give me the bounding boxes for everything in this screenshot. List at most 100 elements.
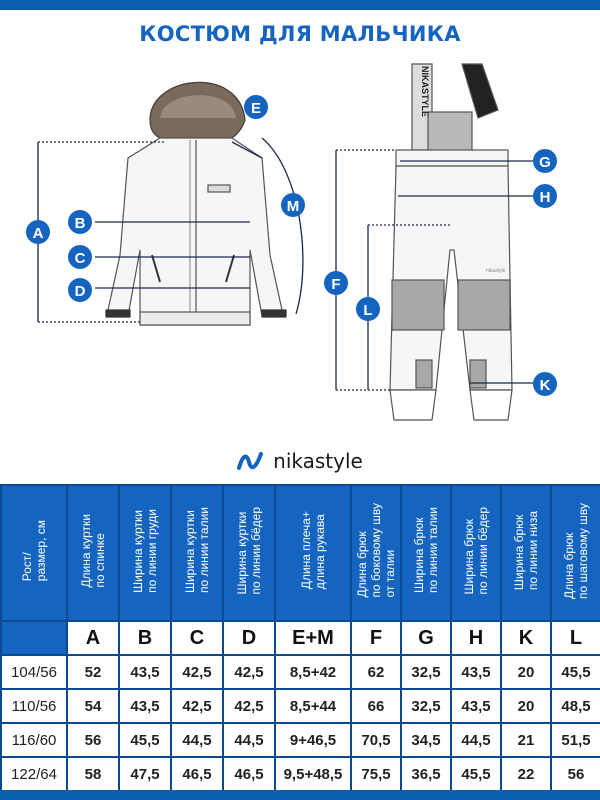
- marker-K: K: [533, 372, 557, 396]
- top-bar: [0, 0, 600, 10]
- marker-A: A: [26, 220, 50, 244]
- value-cell: 51,5: [550, 722, 600, 758]
- nikastyle-logo-icon: [237, 452, 264, 470]
- column-header: Ширина куртки по линии талии: [170, 484, 224, 622]
- column-header: Ширина брюк по линии талии: [400, 484, 452, 622]
- column-letter: D: [222, 620, 276, 656]
- pants-label: nikastyle: [486, 268, 506, 274]
- value-cell: 43,5: [118, 688, 172, 724]
- column-header: Длина плеча+ длина рукава: [274, 484, 352, 622]
- column-letter: G: [400, 620, 452, 656]
- strap-text: NIKASTYLE: [420, 66, 430, 117]
- value-cell: 52: [66, 654, 120, 690]
- value-cell: 56: [550, 756, 600, 792]
- value-cell: 44,5: [170, 722, 224, 758]
- value-cell: 58: [66, 756, 120, 792]
- value-cell: 8,5+44: [274, 688, 352, 724]
- svg-text:H: H: [540, 189, 551, 206]
- value-cell: 36,5: [400, 756, 452, 792]
- svg-text:B: B: [75, 215, 86, 232]
- jacket-measurements: [37, 137, 304, 323]
- value-cell: 45,5: [450, 756, 502, 792]
- value-cell: 44,5: [450, 722, 502, 758]
- value-cell: 21: [500, 722, 552, 758]
- corner-blank: [0, 620, 68, 656]
- value-cell: 8,5+42: [274, 654, 352, 690]
- column-letter: L: [550, 620, 600, 656]
- marker-B: B: [68, 210, 92, 234]
- column-letter: E+M: [274, 620, 352, 656]
- value-cell: 47,5: [118, 756, 172, 792]
- column-letter: H: [450, 620, 502, 656]
- size-cell: 116/60: [0, 722, 68, 758]
- svg-text:G: G: [539, 154, 551, 171]
- marker-H: H: [533, 184, 557, 208]
- value-cell: 32,5: [400, 688, 452, 724]
- value-cell: 43,5: [450, 654, 502, 690]
- value-cell: 75,5: [350, 756, 402, 792]
- column-header: Длина куртки по спинке: [66, 484, 120, 622]
- value-cell: 43,5: [118, 654, 172, 690]
- value-cell: 56: [66, 722, 120, 758]
- value-cell: 34,5: [400, 722, 452, 758]
- column-letter: B: [118, 620, 172, 656]
- page-title: КОСТЮМ ДЛЯ МАЛЬЧИКА: [139, 22, 461, 46]
- value-cell: 9,5+48,5: [274, 756, 352, 792]
- jacket-drawing: [105, 81, 287, 326]
- column-letter: K: [500, 620, 552, 656]
- value-cell: 9+46,5: [274, 722, 352, 758]
- marker-M: M: [281, 193, 305, 217]
- column-header: Ширина куртки по линии груди: [118, 484, 172, 622]
- value-cell: 46,5: [222, 756, 276, 792]
- brand-name: nikastyle: [273, 449, 363, 473]
- size-cell: 122/64: [0, 756, 68, 792]
- value-cell: 32,5: [400, 654, 452, 690]
- marker-G: G: [533, 149, 557, 173]
- svg-text:F: F: [331, 276, 340, 293]
- pants-measurements: [335, 149, 545, 391]
- value-cell: 62: [350, 654, 402, 690]
- value-cell: 42,5: [222, 654, 276, 690]
- column-letter: F: [350, 620, 402, 656]
- corner-header: Рост/ размер, см: [0, 484, 68, 622]
- marker-C: C: [68, 245, 92, 269]
- svg-text:K: K: [540, 377, 551, 394]
- value-cell: 22: [500, 756, 552, 792]
- marker-F: F: [324, 271, 348, 295]
- value-cell: 42,5: [170, 688, 224, 724]
- value-cell: 66: [350, 688, 402, 724]
- marker-L: L: [356, 297, 380, 321]
- value-cell: 20: [500, 688, 552, 724]
- marker-E: E: [244, 95, 268, 119]
- column-header: Длина брюк по боковому шву от талии: [350, 484, 402, 622]
- pants-drawing: [389, 63, 513, 421]
- svg-text:M: M: [287, 198, 300, 215]
- value-cell: 44,5: [222, 722, 276, 758]
- svg-text:L: L: [363, 302, 372, 319]
- column-header: Длина брюк по шаговому шву: [550, 484, 600, 622]
- size-cell: 104/56: [0, 654, 68, 690]
- value-cell: 43,5: [450, 688, 502, 724]
- value-cell: 54: [66, 688, 120, 724]
- value-cell: 70,5: [350, 722, 402, 758]
- value-cell: 46,5: [170, 756, 224, 792]
- column-letter: A: [66, 620, 120, 656]
- column-letter: C: [170, 620, 224, 656]
- svg-text:A: A: [33, 225, 44, 242]
- svg-text:C: C: [75, 250, 86, 267]
- value-cell: 45,5: [118, 722, 172, 758]
- suit-illustration: NIKASTYLE nikastyle A B C D E M: [26, 63, 557, 421]
- column-header: Ширина брюк по линии бёдер: [450, 484, 502, 622]
- column-header: Ширина брюк по линии низа: [500, 484, 552, 622]
- size-cell: 110/56: [0, 688, 68, 724]
- bottom-bar: [0, 790, 600, 800]
- value-cell: 48,5: [550, 688, 600, 724]
- column-header: Ширина куртки по линии бёдер: [222, 484, 276, 622]
